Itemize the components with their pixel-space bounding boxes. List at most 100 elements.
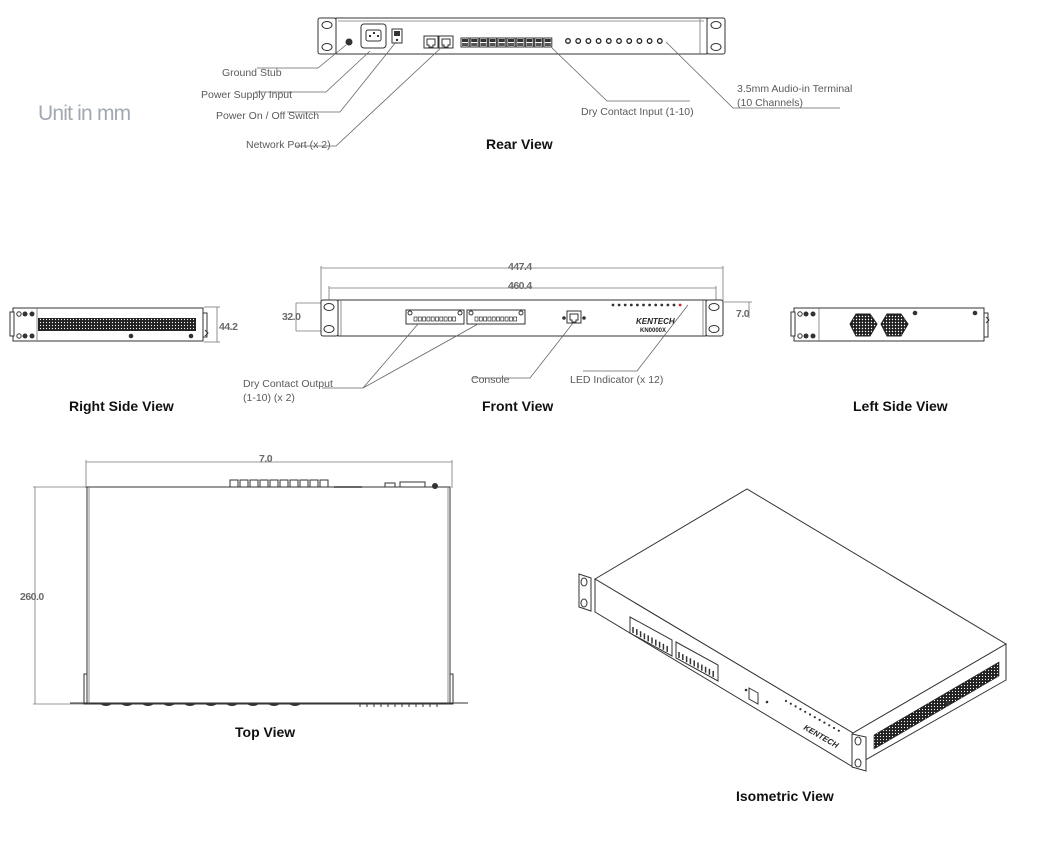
- dry-contact-output-block: [466, 309, 526, 325]
- dry-contact-input-terminal: [309, 479, 319, 488]
- terminal-pin: [413, 316, 418, 322]
- model-number: KN0000X: [640, 328, 666, 334]
- led-indicators: [611, 303, 682, 307]
- audio-in-jack: [626, 38, 633, 44]
- front-overall-width-dim: 447.4: [508, 261, 532, 273]
- audio-in-jack: [575, 38, 582, 44]
- led-indicator: [623, 303, 627, 307]
- iso-led: [784, 699, 788, 703]
- front-terminal-edge: [184, 704, 196, 706]
- terminal-pin: [439, 316, 444, 322]
- led-indicator: [672, 303, 676, 307]
- network-port-icon: [438, 35, 454, 49]
- front-view: 447.4 460.4 32.0 7.0: [243, 261, 752, 414]
- fan-vent: [880, 313, 909, 337]
- dry-contact-input-terminal: [478, 37, 488, 48]
- power-switch-label: Power On / Off Switch: [216, 110, 319, 122]
- dry-contact-input-block: [460, 37, 553, 48]
- terminal-pin: [513, 316, 518, 322]
- audio-in-terminals: [565, 38, 663, 44]
- dry-contact-input-terminal: [289, 479, 299, 488]
- right-side-view-title: Right Side View: [69, 398, 174, 414]
- dry-contact-output-block: [405, 309, 465, 325]
- network-port-icon: [423, 35, 439, 49]
- dry-contact-output-label-line1: Dry Contact Output: [243, 378, 333, 390]
- front-terminal-edge: [121, 704, 133, 706]
- front-terminal-edge: [205, 704, 217, 706]
- dry-contact-input-terminal: [269, 479, 279, 488]
- dry-contact-input-terminal: [229, 479, 239, 488]
- iso-led: [804, 710, 807, 713]
- terminal-pin: [430, 316, 435, 322]
- front-view-title: Front View: [482, 398, 553, 414]
- top-view: 7.0 260.0 Top View: [20, 453, 468, 740]
- led-indicator: [636, 303, 639, 307]
- audio-in-jack: [585, 38, 592, 44]
- ground-stub-label: Ground Stub: [222, 67, 282, 79]
- led-indicator: [654, 303, 658, 307]
- dry-contact-output-label-line2: (1-10) (x 2): [243, 392, 295, 404]
- audio-in-jack: [595, 38, 602, 44]
- isometric-view-title: Isometric View: [736, 788, 834, 804]
- terminal-pin: [435, 316, 439, 322]
- right-side-view: 44.2 Right Side View: [9, 306, 239, 414]
- led-indicator: [666, 303, 670, 307]
- dry-contact-input-terminal: [239, 479, 249, 488]
- dry-contact-input-terminal: [543, 37, 553, 48]
- terminal-pin: [417, 316, 422, 322]
- terminal-pin: [443, 316, 448, 322]
- top-view-title: Top View: [235, 724, 295, 740]
- dry-contact-input-label: Dry Contact Input (1-10): [581, 106, 694, 118]
- fan-vent: [849, 313, 878, 337]
- leader-line: [665, 41, 840, 109]
- left-side-view: Left Side View: [790, 307, 990, 414]
- brand-logo: KENTECH: [636, 317, 675, 326]
- power-supply-input-label: Power Supply Input: [201, 89, 292, 101]
- front-terminal-edge: [163, 704, 175, 706]
- network-ports: [423, 35, 454, 49]
- unit-note: Unit in mm: [38, 102, 131, 125]
- front-terminal-edge: [289, 704, 301, 706]
- iso-led: [837, 729, 840, 732]
- led-indicator: [629, 303, 633, 307]
- audio-in-jack: [616, 38, 622, 44]
- leader-line: [255, 50, 371, 93]
- front-height-dim: 32.0: [282, 311, 301, 323]
- front-terminal-edge: [142, 704, 154, 706]
- leader-line: [257, 44, 347, 69]
- iso-led: [828, 724, 831, 727]
- front-terminal-edge: [247, 704, 259, 706]
- terminal-pin: [504, 316, 509, 322]
- right-side-height-dim: 44.2: [219, 321, 238, 333]
- iso-led: [794, 705, 797, 708]
- terminal-pin: [448, 316, 452, 322]
- led-indicator-label: LED Indicator (x 12): [570, 374, 663, 386]
- iso-led: [789, 702, 792, 705]
- terminal-pin: [422, 316, 426, 322]
- iso-terminal-block: [629, 616, 673, 657]
- iso-led: [799, 708, 802, 711]
- iso-led: [808, 713, 812, 716]
- led-indicator: [648, 303, 651, 307]
- leader-line: [551, 47, 690, 102]
- rear-right-ear: [706, 17, 726, 55]
- dry-contact-input-terminal: [299, 479, 309, 488]
- leader-line: [296, 44, 445, 147]
- network-port-label: Network Port (x 2): [246, 139, 331, 151]
- left-side-view-title: Left Side View: [853, 398, 948, 414]
- terminal-pin: [500, 316, 505, 322]
- dry-contact-input-terminal: [469, 37, 479, 48]
- led-indicator: [660, 303, 664, 307]
- led-indicator: [642, 303, 645, 307]
- front-terminal-edge: [100, 704, 112, 706]
- terminal-pin: [496, 316, 500, 322]
- dry-contact-input-terminal: [319, 479, 329, 488]
- iso-console-port: [748, 687, 759, 705]
- iso-side-vent: [873, 661, 1000, 750]
- rear-left-ear: [317, 17, 337, 55]
- rear-view: Ground Stub Power Supply Input Power On …: [201, 17, 852, 152]
- dry-contact-input-terminal: [259, 479, 269, 488]
- power-inlet-icon: [360, 23, 387, 49]
- iso-led: [823, 721, 826, 724]
